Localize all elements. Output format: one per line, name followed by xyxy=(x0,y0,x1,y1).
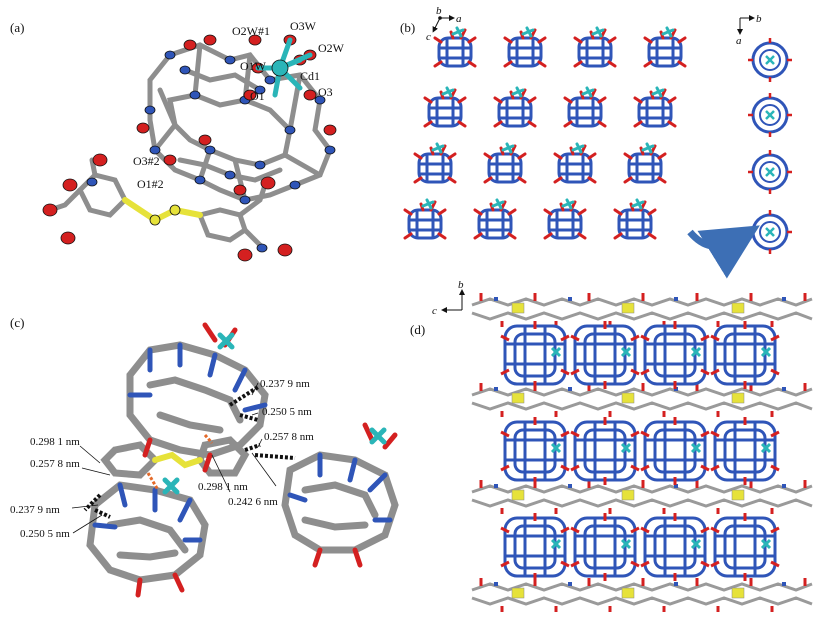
ring-column xyxy=(746,36,794,256)
cucurbituril-layers xyxy=(499,319,781,583)
panel-b-label: (b) xyxy=(400,20,416,35)
distance-label: 0.257 8 nm xyxy=(30,458,80,470)
panel-c-label: (c) xyxy=(10,315,25,330)
axis-label-b-right: b xyxy=(756,13,762,25)
atom-label: O3 xyxy=(318,85,333,99)
distance-label: 0.242 6 nm xyxy=(228,496,278,508)
atom-label: O2W xyxy=(318,41,345,55)
panel-b: (b) xyxy=(400,0,834,290)
atom-label: O3#2 xyxy=(133,154,160,168)
atom-label: O1#2 xyxy=(137,177,164,191)
axis-label-b-d: b xyxy=(458,279,464,291)
distance-label: 0.237 9 nm xyxy=(10,504,60,516)
distance-label: 0.257 8 nm xyxy=(264,431,314,443)
panel-a-structure: O2W#1 O3W O2W O1W Cd1 O1 O3 O3#2 O1#2 xyxy=(42,19,345,262)
atom-label: O3W xyxy=(290,19,317,33)
distance-label: 0.298 1 nm xyxy=(30,436,80,448)
distance-label: 0.298 1 nm xyxy=(198,481,248,493)
panel-a: (a) xyxy=(0,0,400,290)
panel-c-interactions: 0.237 9 nm 0.250 5 nm 0.257 8 nm 0.298 1… xyxy=(10,322,399,598)
panel-d: (d) xyxy=(410,270,834,619)
distance-label: 0.250 5 nm xyxy=(262,406,312,418)
panel-b-packing: b a c b a xyxy=(403,5,794,279)
axis-label-a-right: a xyxy=(736,35,742,47)
atom-label: O1W xyxy=(240,59,267,73)
atom-label: O2W#1 xyxy=(232,24,270,38)
panel-c: (c) xyxy=(0,295,410,619)
axis-label-b: b xyxy=(436,5,442,17)
axis-label-c-d: c xyxy=(432,305,437,317)
atom-label: O1 xyxy=(250,89,265,103)
cucurbituril-grid xyxy=(403,26,687,240)
distance-label: 0.237 9 nm xyxy=(260,378,310,390)
panel-d-label: (d) xyxy=(410,322,426,337)
atom-label: Cd1 xyxy=(300,69,320,83)
distance-label: 0.250 5 nm xyxy=(20,528,70,540)
axis-label-a: a xyxy=(456,13,462,25)
axis-label-c: c xyxy=(426,31,431,43)
panel-a-label: (a) xyxy=(10,20,25,35)
rotation-arrow xyxy=(687,225,760,279)
panel-d-packing: b c xyxy=(432,279,814,614)
